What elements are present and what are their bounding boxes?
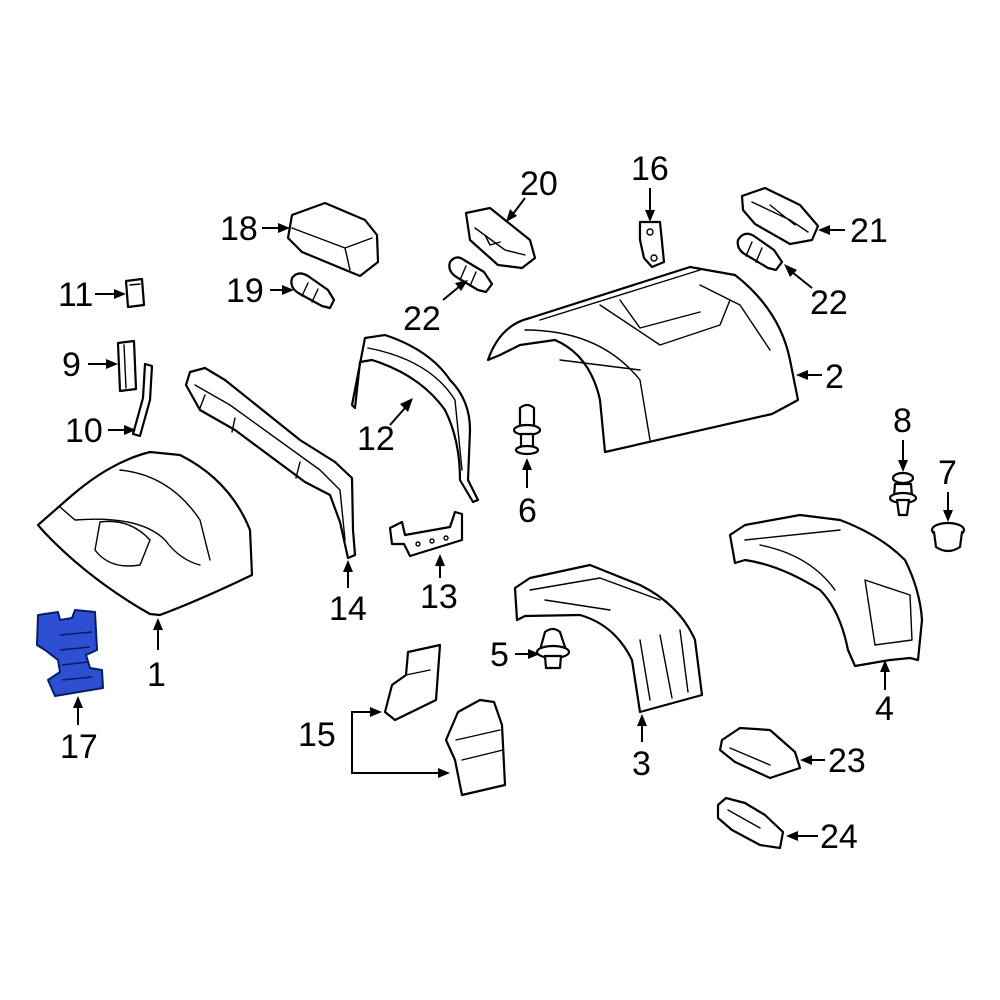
- part-15-flap-lower[interactable]: [444, 698, 507, 797]
- callout-22-left: 22: [403, 300, 441, 338]
- part-16-bracket[interactable]: [638, 220, 666, 269]
- part-15-flap-upper[interactable]: [383, 643, 442, 722]
- part-14-rail[interactable]: [184, 366, 357, 560]
- part-22-bulb-left[interactable]: [448, 256, 494, 294]
- callout-14: 14: [329, 590, 367, 628]
- callout-13: 13: [420, 578, 458, 616]
- part-10-strip[interactable]: [131, 362, 154, 438]
- callout-6: 6: [518, 492, 537, 530]
- callout-20: 20: [520, 165, 558, 203]
- callout-11: 11: [58, 276, 93, 314]
- callout-22-right: 22: [810, 284, 848, 322]
- part-5-clip[interactable]: [535, 627, 571, 670]
- part-6-push-pin[interactable]: [512, 403, 542, 456]
- part-19-bulb[interactable]: [290, 272, 336, 310]
- part-8-push-pin[interactable]: [888, 471, 918, 517]
- callout-labels: 1 17 11 9 10 14 12 13 18 19 20 22 16 21 …: [58, 150, 957, 856]
- part-3-liner[interactable]: [513, 563, 704, 714]
- part-21-lamp[interactable]: [740, 186, 820, 246]
- part-7-cap[interactable]: [930, 521, 966, 553]
- part-9-pad[interactable]: [116, 339, 138, 393]
- part-13-bracket[interactable]: [388, 510, 464, 558]
- callout-17: 17: [60, 728, 98, 766]
- part-12-wheel-arch[interactable]: [350, 333, 480, 504]
- callout-16: 16: [631, 150, 669, 188]
- part-17-fill: [36, 609, 104, 697]
- callout-1: 1: [147, 656, 166, 694]
- callout-8: 8: [893, 402, 912, 440]
- callout-2: 2: [825, 358, 844, 396]
- callout-19: 19: [226, 272, 264, 310]
- callout-5: 5: [490, 636, 509, 674]
- part-4-liner[interactable]: [728, 513, 924, 668]
- part-17-bracket-highlighted[interactable]: [36, 609, 104, 697]
- part-11-clip[interactable]: [124, 277, 146, 309]
- part-18-lamp-housing[interactable]: [286, 201, 380, 278]
- part-2-cover[interactable]: [486, 265, 800, 454]
- callout-21: 21: [850, 212, 888, 250]
- leader-lines: [73, 188, 953, 841]
- callout-15: 15: [298, 716, 336, 754]
- part-20-lamp[interactable]: [464, 206, 537, 270]
- callout-3: 3: [632, 745, 651, 783]
- callout-24: 24: [820, 818, 858, 856]
- callout-7: 7: [938, 454, 957, 492]
- callout-23: 23: [828, 742, 866, 780]
- callout-12: 12: [357, 420, 395, 458]
- part-23-cover[interactable]: [718, 726, 802, 780]
- callout-10: 10: [65, 412, 103, 450]
- part-1-floor-cover[interactable]: [36, 450, 254, 617]
- callout-18: 18: [220, 210, 258, 248]
- callout-4: 4: [875, 690, 894, 728]
- part-22-bulb-right[interactable]: [736, 232, 784, 272]
- callout-9: 9: [62, 346, 81, 384]
- part-24-plate[interactable]: [716, 796, 785, 850]
